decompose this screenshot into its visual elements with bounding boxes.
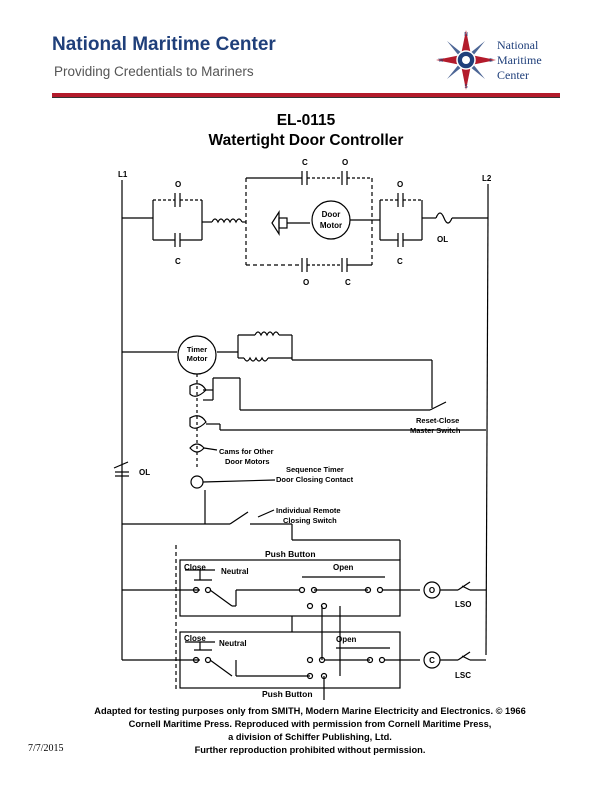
header-subtitle: Providing Credentials to Mariners [54,64,254,79]
sequence-timer-label-1: Sequence Timer [286,465,344,474]
door-motor-label-2: Motor [320,221,342,230]
reset-close-label-2: Master Switch [410,426,461,435]
push-button-bottom-label: Push Button [262,689,313,699]
overload-contact-label: OL [139,468,150,477]
coil-close-label: C [429,656,435,665]
pb-bottom-close-label: Close [184,634,206,643]
label-l2: L2 [482,174,492,183]
compass-w: W [439,58,444,64]
label-l1: L1 [118,170,128,179]
credit-line-1: Adapted for testing purposes only from S… [94,706,526,716]
header-title: National Maritime Center [52,34,276,55]
pb-top-open-label: Open [333,563,354,572]
credit-line-4: Further reproduction prohibited without … [194,745,426,755]
lsc-label: LSC [455,671,471,680]
logo-text: National Maritime Center [497,38,542,83]
date-stamp: 7/7/2015 [28,743,64,754]
logo-line-1: National [497,38,539,52]
door-motor-bridge [242,171,373,272]
lso-label: LSO [455,600,471,609]
credit-line-2: Cornell Maritime Press. Reproduced with … [128,719,492,729]
left-contact-block [122,193,243,247]
push-button-top-label: Push Button [265,549,316,559]
credit-line-3: a division of Schiffer Publishing, Ltd. [228,732,392,742]
right-contact-c-label: C [397,257,403,266]
push-button-panel-top: O [122,545,486,690]
left-contact-o-label: O [175,180,181,189]
compass-e: E [489,58,493,64]
door-motor-label-1: Door [322,210,341,219]
bridge-bottom-o-label: O [303,278,309,287]
pb-top-neutral-label: Neutral [221,567,249,576]
right-contact-o-label: O [397,180,403,189]
pb-bottom-neutral-label: Neutral [219,639,247,648]
overload-relay-label: OL [437,235,448,244]
timer-motor-label-2: Motor [187,354,208,363]
cams-label-1: Cams for Other [219,447,274,456]
timer-motor-label-1: Timer [187,345,207,354]
document-title: Watertight Door Controller [208,132,404,149]
cams-and-timer [113,443,293,540]
coil-open-label: O [429,586,435,595]
compass-n: N [464,32,468,38]
left-contact-c-label: C [175,257,181,266]
supply-rails [121,180,489,656]
compass-logo: N W E S [436,30,496,90]
bridge-top-o-label: O [342,158,348,167]
sequence-timer-label-2: Door Closing Contact [276,475,354,484]
push-button-panel-bottom: C [121,539,486,700]
remote-switch-label-1: Individual Remote [276,506,341,515]
reset-close-label-1: Reset-Close [416,416,459,425]
header-rule [52,93,560,97]
cams-label-2: Door Motors [225,457,270,466]
header-rule-dark [52,97,560,98]
bridge-top-c-label: C [302,158,308,167]
logo-line-3: Center [497,68,529,82]
right-contact-block [372,193,488,247]
logo-line-2: Maritime [497,53,542,67]
remote-switch-label-2: Closing Switch [283,516,337,525]
pb-bottom-open-label: Open [336,635,357,644]
pb-top-close-label: Close [184,563,206,572]
document-code: EL-0115 [276,112,336,129]
credit-block: Adapted for testing purposes only from S… [60,705,560,757]
timer-circuit [122,331,486,470]
bridge-bottom-c-label: C [345,278,351,287]
compass-s: S [464,84,468,90]
